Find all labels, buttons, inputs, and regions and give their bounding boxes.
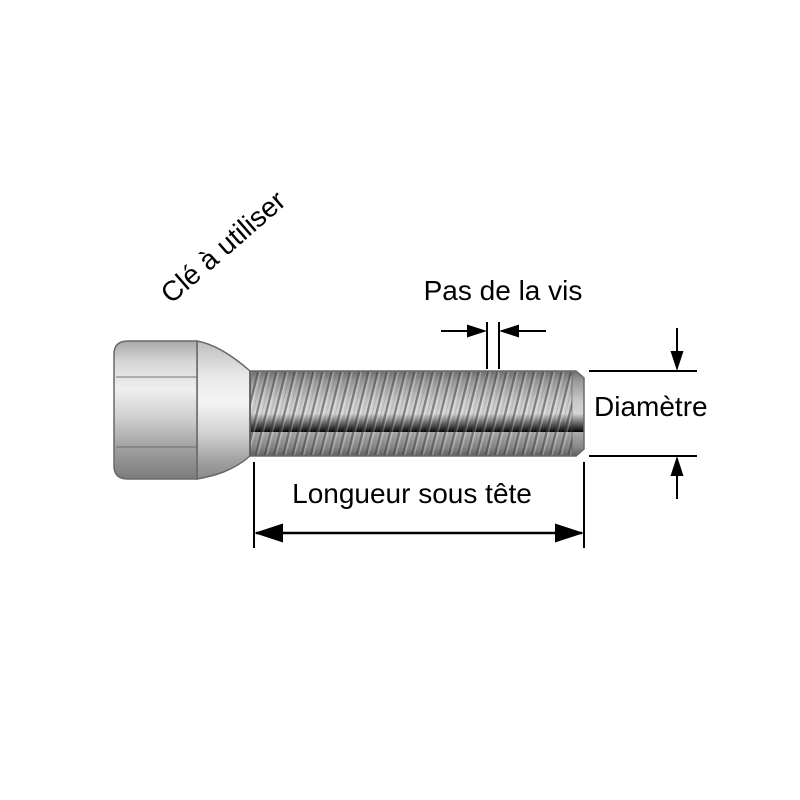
length-dimension: Longueur sous tête: [253, 462, 585, 548]
thread-texture: [250, 372, 572, 455]
pitch-dimension: Pas de la vis: [424, 275, 583, 369]
length-arrowhead-left: [254, 523, 283, 543]
diameter-arrowhead-bottom: [670, 456, 684, 476]
diameter-dimension: Diamètre: [589, 328, 708, 499]
bolt-cone-seat: [196, 340, 251, 480]
length-label: Longueur sous tête: [292, 478, 532, 509]
length-arrowhead-right: [555, 523, 584, 543]
pitch-arrowhead-left: [467, 324, 487, 338]
pitch-arrowhead-right: [499, 324, 519, 338]
bolt-drawing: [113, 340, 585, 480]
diameter-arrowhead-top: [670, 351, 684, 371]
diameter-label: Diamètre: [594, 391, 708, 422]
wrench-label: Clé à utiliser: [155, 185, 292, 309]
pitch-label: Pas de la vis: [424, 275, 583, 306]
bolt-hex-head: [113, 340, 198, 480]
